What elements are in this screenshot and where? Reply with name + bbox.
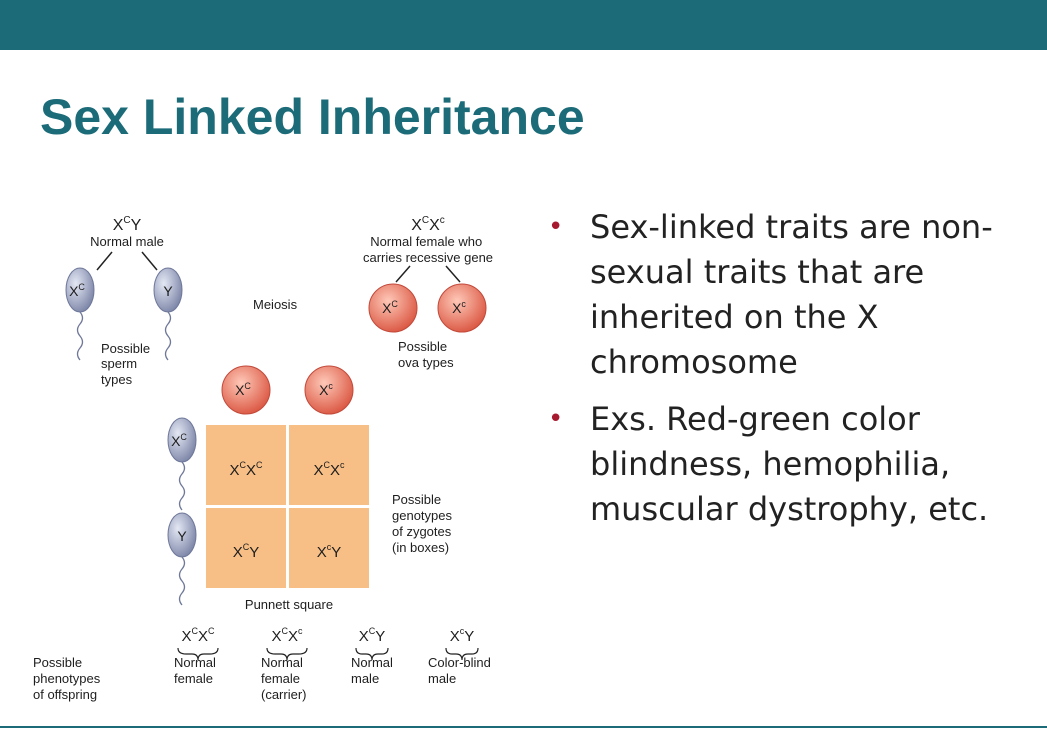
ova-types-label: Possible ova types — [398, 339, 454, 370]
offspring-genotype-3: XCY — [359, 626, 386, 645]
offspring-phenotype-4: Color-blind male — [428, 655, 495, 686]
punnett-ovum-xc: XC — [221, 365, 271, 415]
ovum-cell-xc: XC — [368, 283, 418, 333]
bullet-dot-icon: • — [548, 404, 564, 434]
phenotypes-label: Possible phenotypes of offspring — [33, 655, 104, 702]
female-split-left — [395, 265, 411, 283]
slide-title: Sex Linked Inheritance — [40, 89, 585, 145]
genotypes-label: Possible genotypes of zygotes (in boxes) — [392, 492, 456, 555]
punnett-genotype-1: XCXC — [229, 460, 263, 479]
offspring-phenotype-2: Normal female (carrier) — [261, 655, 307, 702]
male-genotype: XCY — [113, 215, 142, 234]
svg-text:XC: XC — [235, 381, 251, 398]
male-split-left — [96, 251, 113, 271]
punnett-cell-1 — [206, 425, 286, 505]
svg-text:XC: XC — [382, 299, 398, 316]
punnett-genotype-3: XCY — [233, 542, 260, 561]
offspring-genotype-1: XCXC — [181, 626, 215, 645]
svg-text:Xc: Xc — [319, 381, 333, 398]
offspring-brace-1 — [177, 647, 219, 661]
header-bar — [0, 0, 1047, 50]
bullet-text: Sex-linked traits are non-sexual traits … — [590, 208, 993, 381]
sperm-y-label: Y — [163, 283, 173, 299]
ovum-cell-xlc: Xc — [437, 283, 487, 333]
sperm-cell-xc: XC — [65, 267, 95, 361]
punnett-cell-4 — [289, 508, 369, 588]
punnett-genotype-2: XCXc — [313, 460, 345, 479]
offspring-genotype-2: XCXc — [271, 626, 303, 645]
sex-linked-inheritance-diagram: XCY Normal male XC Y Possible sperm type… — [33, 215, 495, 702]
female-label: Normal female who carries recessive gene — [363, 234, 493, 265]
bullet-item: • Sex-linked traits are non-sexual traits… — [548, 205, 1028, 385]
punnett-cell-3 — [206, 508, 286, 588]
sperm-xc-label: XC — [69, 282, 85, 299]
sperm-types-label: Possible sperm types — [101, 341, 154, 387]
punnett-square: XCXC XCXc XCY XcY — [206, 425, 369, 588]
bullet-text: Exs. Red-green color blindness, hemophil… — [590, 400, 989, 528]
punnett-ovum-xlc: Xc — [304, 365, 354, 415]
footer-line — [0, 726, 1047, 728]
svg-text:Xc: Xc — [452, 299, 466, 316]
meiosis-label: Meiosis — [253, 297, 298, 312]
bullet-dot-icon: • — [548, 212, 564, 242]
offspring-phenotype-3: Normal male — [351, 655, 397, 686]
svg-text:Y: Y — [177, 528, 187, 544]
sperm-cell-y: Y — [153, 267, 183, 361]
offspring-phenotype-1: Normal female — [174, 655, 220, 686]
punnett-square-label: Punnett square — [245, 597, 333, 612]
punnett-genotype-4: XcY — [317, 542, 342, 561]
offspring-brace-2 — [266, 647, 308, 661]
punnett-sperm-y: Y — [167, 512, 197, 606]
bullet-item: • Exs. Red-green color blindness, hemophi… — [548, 397, 1028, 532]
offspring-genotype-4: XcY — [450, 626, 475, 645]
male-label: Normal male — [90, 234, 164, 249]
svg-text:XC: XC — [171, 432, 187, 449]
male-split-right — [141, 251, 158, 271]
offspring-brace-3 — [355, 647, 389, 661]
punnett-cell-2 — [289, 425, 369, 505]
female-split-right — [445, 265, 461, 283]
punnett-sperm-xc: XC — [167, 417, 197, 511]
offspring-brace-4 — [445, 647, 479, 661]
female-genotype: XCXc — [411, 215, 445, 234]
bullet-list: • Sex-linked traits are non-sexual traits… — [548, 205, 1028, 544]
